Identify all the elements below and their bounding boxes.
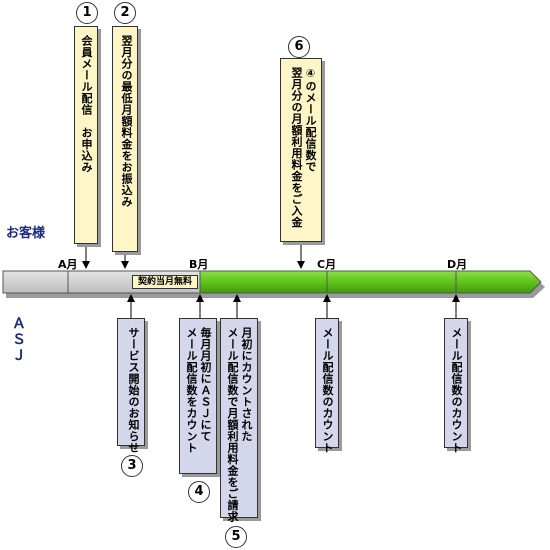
step-2-box: 翌月分の最低月額料金をお振込み bbox=[112, 26, 138, 252]
step-1-number: 1 bbox=[76, 2, 98, 24]
month-a-label: A月 bbox=[58, 258, 78, 271]
customer-label: お客様 bbox=[6, 226, 46, 241]
step-6-text: ④のメール配信数で 翌月分の月額利用料金をご入金 bbox=[290, 67, 317, 228]
month-d-label: D月 bbox=[447, 258, 468, 271]
step-2-number: 2 bbox=[114, 2, 136, 24]
month-c-label: C月 bbox=[317, 258, 337, 271]
step-4-text: 毎月月初にＡＳＪにて メール配信数をカウント bbox=[185, 327, 212, 454]
step-3-number: 3 bbox=[121, 455, 143, 477]
d-count-box: メール配信数のカウント bbox=[444, 318, 468, 454]
step-1-text: 会員メール配信 お申込み bbox=[80, 35, 93, 173]
arrow-step4 bbox=[196, 294, 204, 302]
step-4-number: 4 bbox=[188, 481, 210, 503]
timeline-green-arrow bbox=[199, 270, 542, 294]
arrow-d-count bbox=[452, 294, 460, 302]
c-count-box: メール配信数のカウント bbox=[315, 318, 339, 454]
step-1-box: 会員メール配信 お申込み bbox=[74, 26, 98, 244]
step-6-box: ④のメール配信数で 翌月分の月額利用料金をご入金 bbox=[280, 58, 322, 242]
step-4-box: 毎月月初にＡＳＪにて メール配信数をカウント bbox=[179, 318, 217, 474]
step-5-number: 5 bbox=[225, 526, 247, 548]
arrow-step2 bbox=[121, 261, 129, 269]
d-count-text: メール配信数のカウント bbox=[450, 327, 463, 454]
arrow-step5 bbox=[233, 294, 241, 302]
step-3-box: サービス開始のお知らせ bbox=[117, 318, 145, 454]
asj-label: ＡＳＪ bbox=[10, 316, 26, 364]
arrow-step3 bbox=[127, 294, 135, 302]
month-b-label: B月 bbox=[189, 258, 209, 271]
step-5-box: 月初にカウントされた メール配信数で月額利用料金をご請求 bbox=[220, 318, 258, 523]
free-month-band: 契約当月無料 bbox=[132, 275, 198, 289]
step-5-text: 月初にカウントされた メール配信数で月額利用料金をご請求 bbox=[226, 327, 253, 523]
arrow-step1 bbox=[82, 261, 90, 269]
arrow-c-count bbox=[323, 294, 331, 302]
step-6-number: 6 bbox=[288, 36, 310, 58]
step-2-text: 翌月分の最低月額料金をお振込み bbox=[120, 35, 133, 208]
step-3-text: サービス開始のお知らせ bbox=[127, 327, 140, 454]
c-count-text: メール配信数のカウント bbox=[321, 327, 334, 454]
arrow-step6 bbox=[297, 261, 305, 269]
